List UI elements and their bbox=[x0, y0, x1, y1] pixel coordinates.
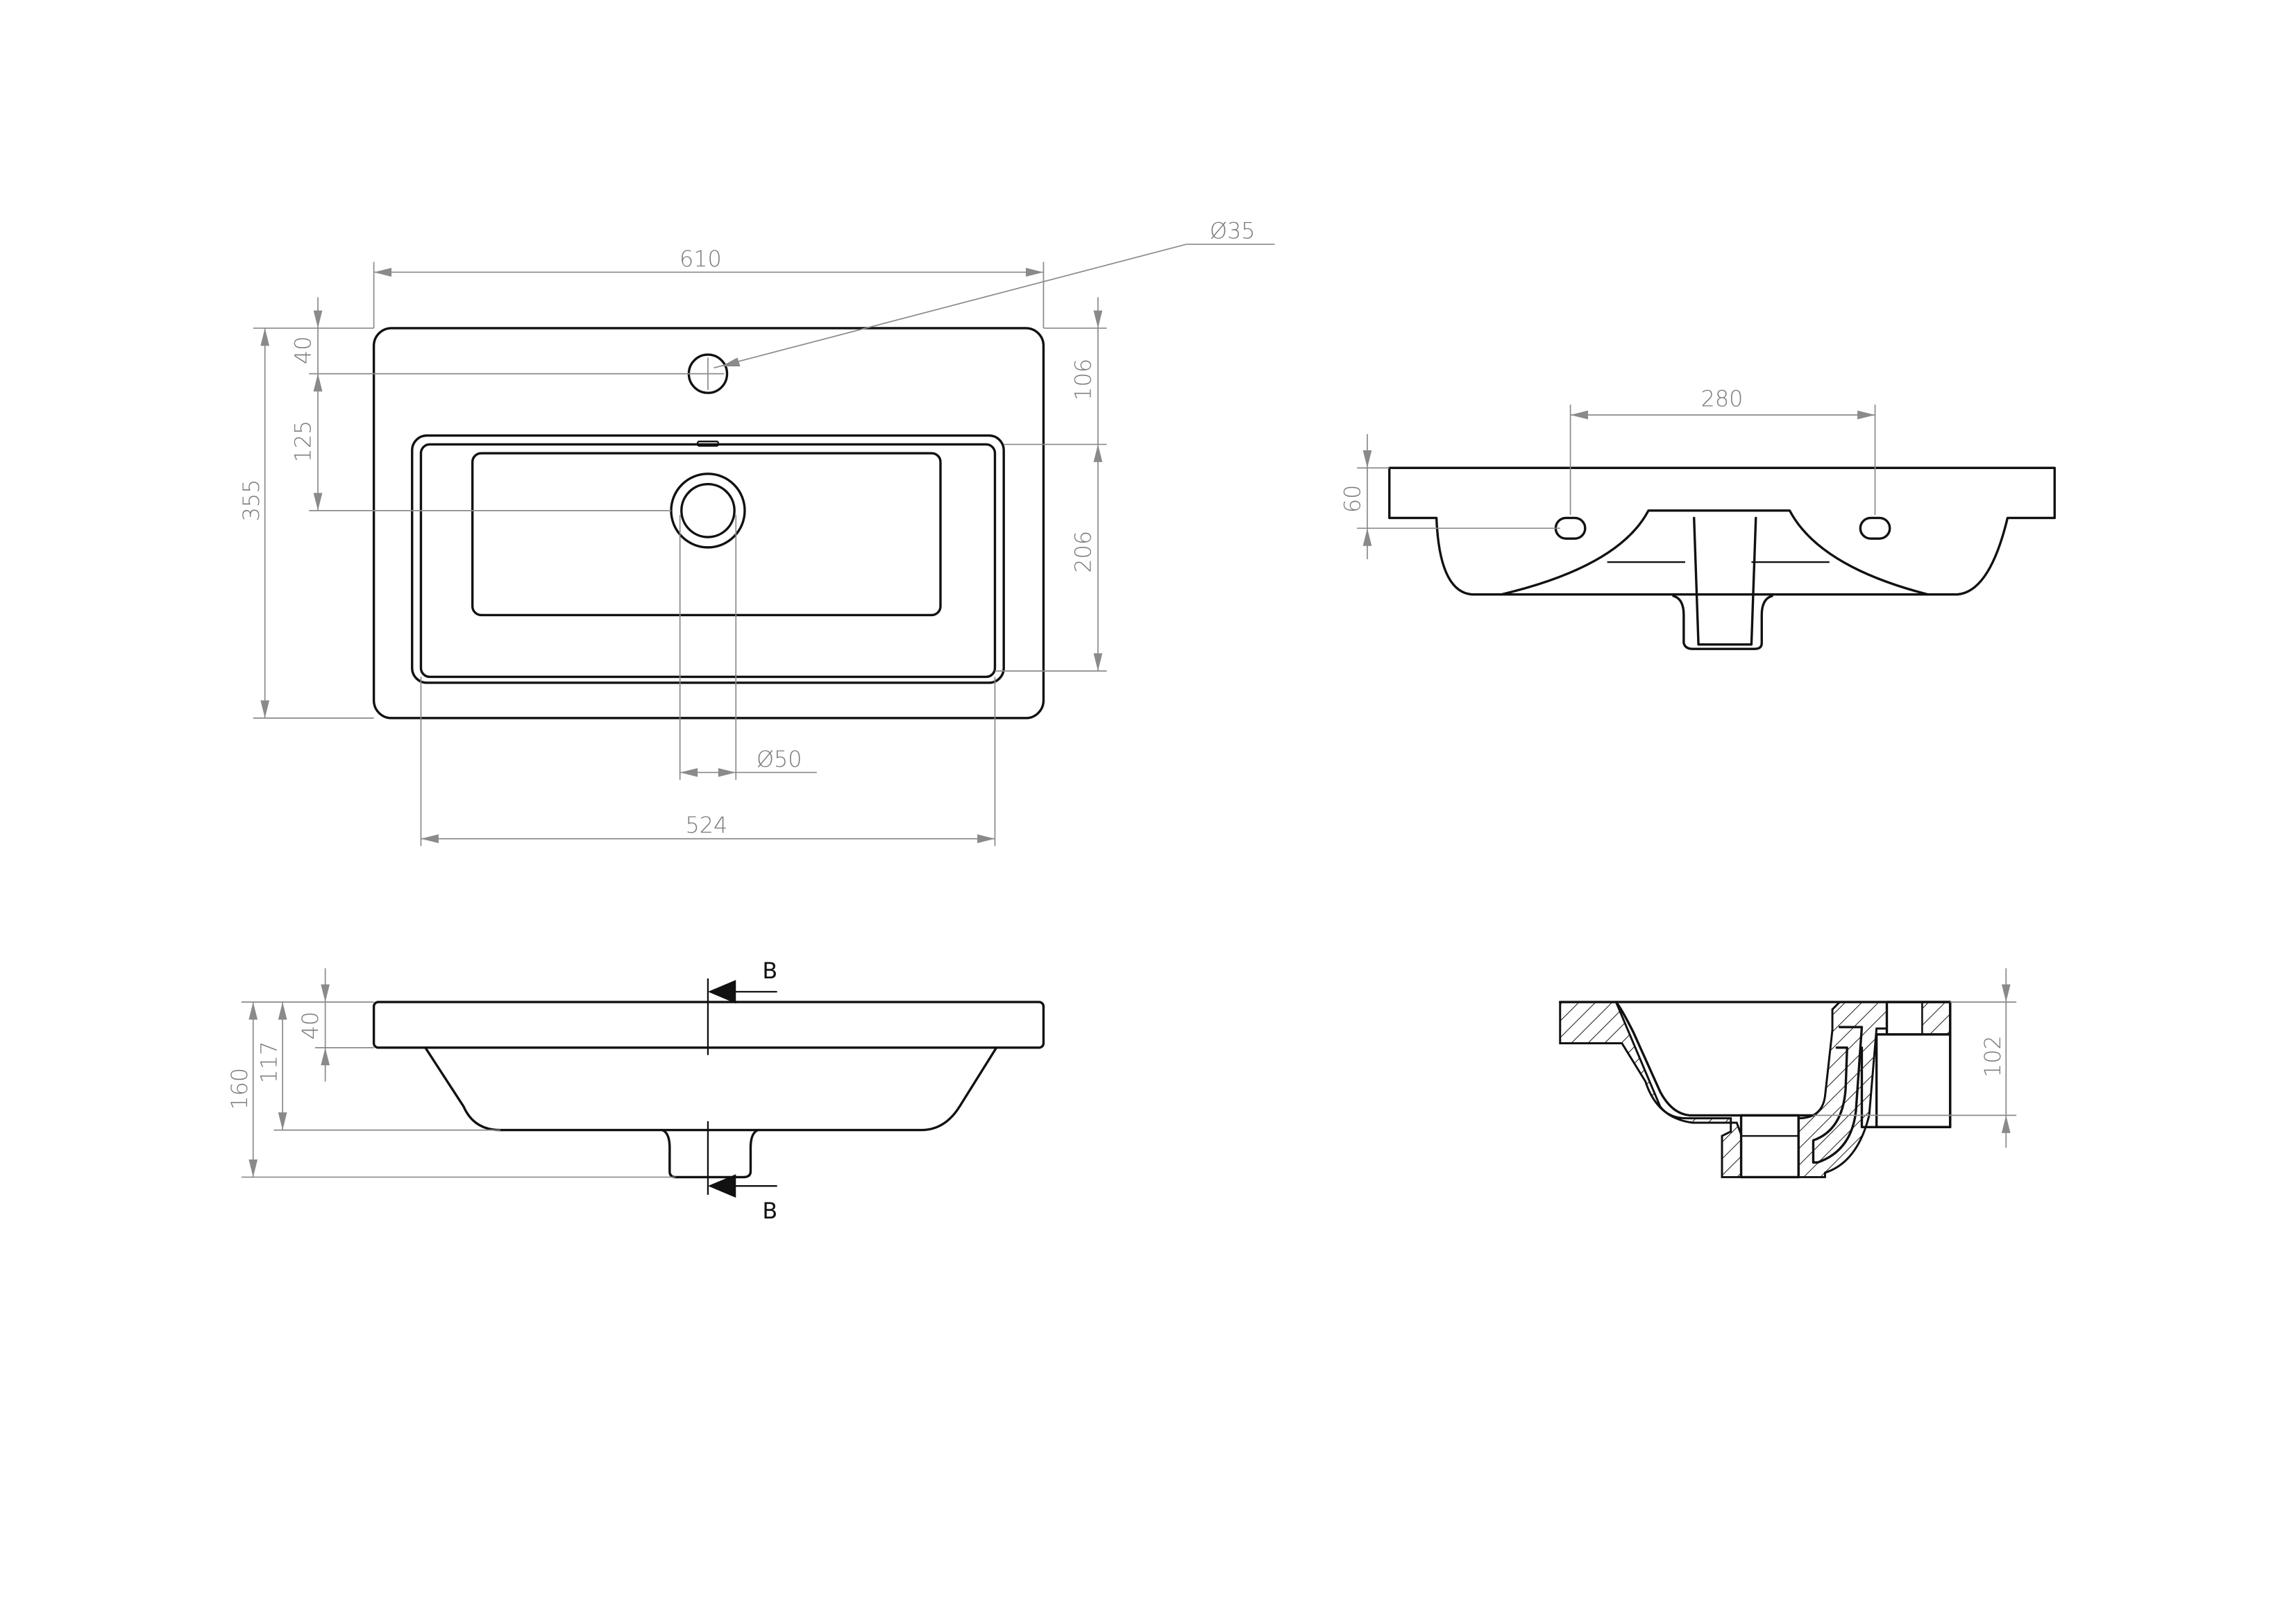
dim-tap-hole-dia: Ø35 bbox=[1210, 219, 1256, 244]
section-overflow-channel bbox=[1812, 1026, 1864, 1164]
section-label-bottom: B bbox=[762, 1198, 777, 1224]
dim-mount-hole-height: 60 bbox=[1340, 485, 1365, 513]
dim-overall-width: 610 bbox=[679, 246, 722, 272]
dim-bowl-height: 117 bbox=[257, 1042, 282, 1084]
dim-overall-height: 160 bbox=[227, 1068, 253, 1110]
rear-bowl-curve bbox=[1500, 509, 1930, 596]
dim-drain-dia: Ø50 bbox=[757, 747, 802, 772]
basin-outline-top bbox=[372, 327, 1045, 720]
dim-tap-from-edge: 40 bbox=[290, 336, 316, 364]
dim-edge-to-bowl: 106 bbox=[1070, 359, 1096, 401]
bowl-bottom bbox=[471, 452, 942, 617]
mount-hole-right bbox=[1859, 516, 1891, 540]
bowl-rim bbox=[411, 434, 1005, 684]
dim-overflow-height: 102 bbox=[1980, 1035, 2006, 1078]
front-bowl bbox=[424, 1046, 998, 1132]
section-left-wall bbox=[1559, 1001, 1743, 1178]
dim-rim-height: 40 bbox=[298, 1012, 323, 1039]
section-arrow-top bbox=[707, 980, 736, 1004]
rear-view: 280 60 bbox=[1340, 386, 2056, 650]
section-label-top: B bbox=[762, 958, 777, 984]
top-view: 610 Ø35 355 40 125 106 bbox=[239, 219, 1275, 847]
front-drain-spigot bbox=[661, 1128, 759, 1179]
section-arrow-bottom bbox=[707, 1174, 736, 1198]
dim-tap-to-drain: 125 bbox=[290, 420, 316, 463]
dim-overall-depth: 355 bbox=[239, 479, 264, 522]
front-view: B B 40 117 160 bbox=[227, 958, 1045, 1224]
dim-mount-hole-spacing: 280 bbox=[1701, 386, 1744, 411]
drain-inner bbox=[680, 482, 736, 538]
rear-drain-spigot bbox=[1672, 595, 1773, 650]
section-bowl-inner bbox=[1614, 1001, 1815, 1117]
dim-bowl-depth: 206 bbox=[1070, 531, 1096, 573]
rear-body bbox=[1388, 466, 2056, 596]
section-rear-cavity bbox=[1875, 1033, 1952, 1129]
section-right-wall bbox=[1797, 1001, 1888, 1178]
section-bb-view: 102 bbox=[1559, 968, 2017, 1179]
rear-trap bbox=[1693, 516, 1757, 646]
overflow-slot bbox=[696, 441, 719, 447]
dim-bowl-width: 524 bbox=[685, 813, 727, 838]
bowl-inner-rim bbox=[419, 443, 997, 679]
section-drain bbox=[1739, 1114, 1800, 1179]
